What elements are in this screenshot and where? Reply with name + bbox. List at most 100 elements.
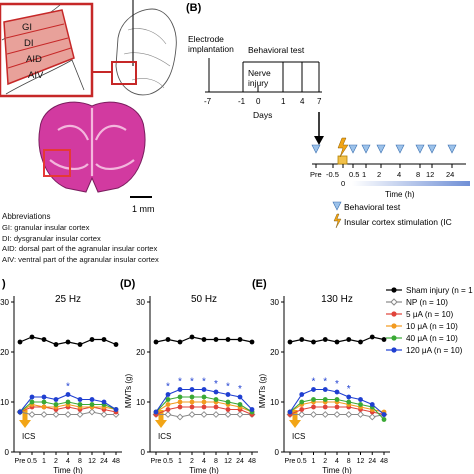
hour-tick-12: 12 [426,170,434,179]
y-tick-label: 10 [0,398,9,407]
y-tick-label: 0 [141,448,146,457]
data-point [165,397,171,402]
hour-tick-8: 8 [416,170,420,179]
data-point [177,339,183,345]
insular-zoom-box [0,2,94,98]
y-tick-label: 0 [275,448,280,457]
histology-texture [49,108,135,176]
significance-star: * [178,377,182,388]
region-label-gi: GI [22,22,32,33]
x-tick-label: 8 [214,458,218,465]
data-point [28,411,36,418]
data-point [65,339,71,345]
y-tick-label: 30 [270,298,279,307]
data-point [236,411,244,418]
y-tick-label: 20 [270,348,279,357]
ics-arrow-shaft [22,410,28,420]
region-divider-2 [6,37,69,55]
data-point [346,337,352,342]
behavioral-test-marker [415,144,425,154]
hour-tick-pre: Pre [310,170,322,179]
nerve-injury-line2: injury [248,78,269,88]
x-tick-label: 24 [100,458,108,465]
data-point [189,387,195,392]
lightning-icon [337,137,349,158]
x-tick-label: 24 [368,458,376,465]
data-point [299,407,305,412]
data-point [176,413,184,421]
data-point [41,399,47,405]
data-point [237,402,243,407]
y-axis-label: MWTs (g) [258,374,267,409]
behavioral-test-marker [348,144,358,154]
data-point [64,411,72,418]
data-point [213,337,219,342]
data-point [41,337,47,342]
x-tick-label: 8 [347,458,351,465]
data-point [153,409,159,415]
data-point [311,387,316,392]
hour-tick-minus-half: -0.5 [326,170,339,179]
abbreviation-di: DI: dysgranular insular cortex [2,233,101,243]
day-tick-0: 0 [256,97,261,106]
data-point [89,397,95,402]
data-point [334,389,340,395]
timeline-arrow-head [314,136,324,145]
data-point [358,402,363,407]
data-point [237,394,243,400]
data-point [201,394,207,400]
x-tick-label: 2 [54,458,58,465]
y-tick-label: 20 [0,348,9,357]
x-tick-label: 12 [224,458,232,465]
data-point [225,337,231,342]
data-point [212,411,220,418]
x-tick-label: 8 [78,458,82,465]
data-point [177,404,183,410]
significance-star: * [202,377,206,388]
data-point [101,337,107,342]
data-point [369,334,375,340]
x-axis-label: Time (h) [53,466,83,474]
data-point [249,407,255,412]
data-point [29,334,35,340]
electrode-label-line1: Electrode [188,34,224,44]
chart-title: 50 Hz [191,294,217,305]
histology-insular-box [43,149,71,177]
data-point [299,337,305,342]
data-point [346,394,352,400]
data-point [100,411,108,418]
stimulation-legend-label: Insular cortex stimulation (IC [344,217,452,227]
data-point [201,387,207,392]
abbreviation-aiv: AIV: ventral part of the agranular insul… [2,255,159,265]
significance-star: * [335,379,339,390]
y-tick-label: 10 [136,398,145,407]
data-point [41,394,47,400]
y-axis-label: MWTs (g) [124,374,133,409]
data-point [225,407,231,412]
region-label-aiv: AIV [28,70,44,81]
abbreviation-gi: GI: granular insular cortex [2,222,90,232]
time-gradient-bar [352,181,470,186]
data-point [89,337,95,342]
nerve-injury-line1: Nerve [248,68,271,78]
x-tick-label: 0.5 [163,458,173,465]
x-tick-label: 12 [88,458,96,465]
ics-arrow-head [289,420,301,428]
data-point [311,397,316,402]
data-point [345,411,353,418]
data-point [65,399,71,405]
data-point [101,399,107,405]
x-tick-label: 1 [42,458,46,465]
hour-tick-0: 0 [341,179,345,188]
data-point [201,337,207,342]
x-tick-label: 48 [380,458,388,465]
data-point [189,394,195,400]
data-point [53,342,59,347]
data-point [237,337,243,342]
day-tick-4: 4 [300,97,305,106]
x-tick-label: 1 [178,458,182,465]
data-point [357,411,364,418]
data-point [41,404,47,410]
data-point [153,339,159,345]
